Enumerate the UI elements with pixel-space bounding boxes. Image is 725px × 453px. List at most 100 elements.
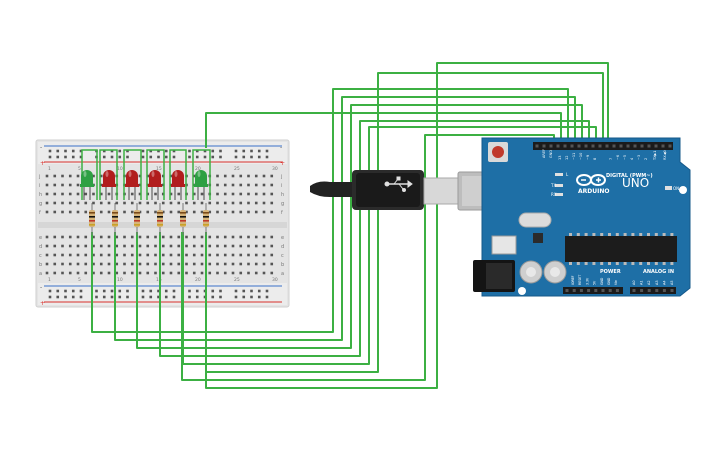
rail-hole [48, 295, 52, 299]
bottom-pin-holes [565, 289, 674, 292]
digital-pin-label: 12 [565, 156, 569, 160]
chip-pin [576, 262, 580, 265]
led-red[interactable] [102, 170, 116, 187]
led-green[interactable] [80, 170, 94, 187]
breadboard-hole [208, 235, 212, 239]
rail-hole [157, 295, 160, 299]
resistor[interactable] [134, 203, 140, 235]
rail-hole [95, 295, 98, 299]
breadboard-hole [68, 201, 72, 205]
chip-pin [615, 262, 619, 265]
breadboard-hole [161, 201, 165, 205]
header-pin[interactable] [619, 144, 623, 148]
rail-hole [172, 295, 176, 299]
header-pin[interactable] [668, 144, 672, 148]
chip-pin [670, 262, 674, 265]
breadboard-hole [68, 253, 72, 257]
led-red[interactable] [125, 170, 139, 187]
wire[interactable] [205, 62, 609, 389]
wire[interactable] [159, 120, 590, 357]
board-model: UNO [622, 176, 649, 190]
rail-plus-label-bottom: + [40, 300, 45, 307]
rail-hole [79, 295, 83, 299]
rail-hole [95, 289, 98, 293]
header-pin[interactable] [612, 144, 616, 148]
resistor[interactable] [112, 203, 118, 235]
resistor[interactable] [203, 203, 209, 235]
breadboard-hole [270, 183, 274, 187]
header-pin[interactable] [535, 144, 539, 148]
wire[interactable] [181, 134, 555, 381]
reset-button-cap[interactable] [492, 146, 504, 158]
rail-hole [141, 295, 145, 299]
chip-pin [647, 262, 650, 265]
analog-pin[interactable] [655, 289, 659, 292]
breadboard-hole [247, 210, 250, 214]
header-pin[interactable] [654, 144, 658, 148]
header-pin[interactable] [570, 144, 574, 148]
header-pin[interactable] [647, 144, 651, 148]
header-pin[interactable] [556, 144, 560, 148]
rail-hole [64, 295, 67, 299]
power-pin[interactable] [615, 289, 619, 292]
led-red[interactable] [171, 170, 185, 187]
analog-pin[interactable] [640, 289, 644, 292]
power-pin[interactable] [587, 289, 591, 292]
header-pin[interactable] [577, 144, 581, 148]
header-pin[interactable] [563, 144, 567, 148]
breadboard-hole [84, 262, 88, 266]
power-pin[interactable] [601, 289, 605, 292]
breadboard-hole [76, 183, 80, 187]
breadboard-hole [146, 210, 150, 214]
breadboard-hole [185, 235, 188, 239]
header-pin[interactable] [633, 144, 637, 148]
led-red[interactable] [148, 170, 162, 187]
breadboard-hole [169, 210, 173, 214]
breadboard-hole [208, 210, 212, 214]
led-green[interactable] [194, 170, 208, 187]
header-pin[interactable] [605, 144, 609, 148]
breadboard-hole [247, 235, 250, 239]
breadboard-hole [84, 253, 88, 257]
analog-pin[interactable] [632, 289, 636, 292]
power-pin[interactable] [579, 289, 583, 292]
breadboard-hole [200, 192, 204, 196]
header-pin[interactable] [661, 144, 665, 148]
header-pin[interactable] [640, 144, 644, 148]
chip-pin [654, 262, 658, 265]
analog-pin[interactable] [662, 289, 666, 292]
analog-pin[interactable] [647, 289, 651, 292]
breadboard-hole [92, 271, 95, 275]
rail-hole [164, 295, 168, 299]
digital-pin-label: ~3 [637, 155, 641, 160]
rx-label: RX [551, 192, 557, 197]
breadboard-hole [76, 253, 80, 257]
header-pin[interactable] [591, 144, 595, 148]
power-pin[interactable] [565, 289, 569, 292]
header-pin[interactable] [542, 144, 546, 148]
power-pin[interactable] [608, 289, 612, 292]
breadboard-hole [123, 210, 126, 214]
power-pin[interactable] [572, 289, 576, 292]
power-pin-label: IOREF [571, 275, 575, 285]
header-pin[interactable] [549, 144, 553, 148]
wire[interactable] [136, 104, 583, 349]
breadboard-hole [138, 235, 142, 239]
resistor[interactable] [89, 203, 95, 235]
resistor[interactable] [180, 203, 186, 235]
power-pin[interactable] [594, 289, 598, 292]
rail-plus-label-right: + [280, 160, 285, 167]
breadboard-hole [61, 253, 64, 257]
breadboard-hole [239, 235, 243, 239]
header-pin[interactable] [584, 144, 588, 148]
header-pin[interactable] [626, 144, 630, 148]
resistor[interactable] [157, 203, 163, 235]
analog-pin[interactable] [670, 289, 674, 292]
arduino-logo-text: ARDUINO [578, 188, 609, 195]
breadboard-hole [84, 271, 88, 275]
header-pin[interactable] [598, 144, 602, 148]
breadboard-hole [223, 192, 227, 196]
breadboard-hole [53, 244, 57, 248]
